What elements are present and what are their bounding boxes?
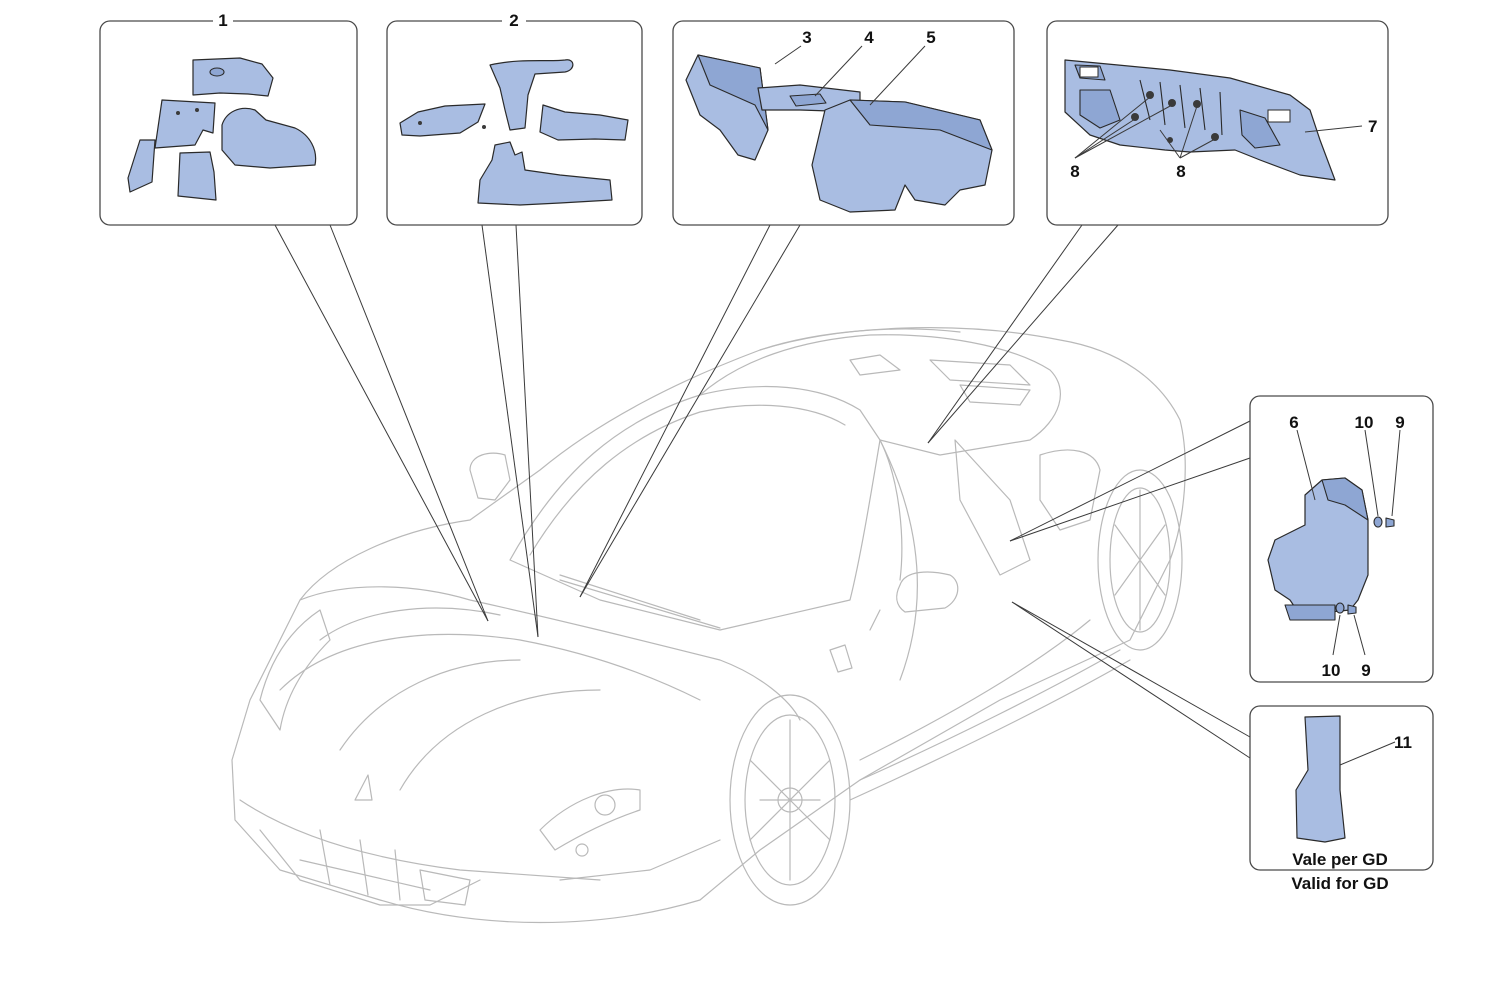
leader-lines bbox=[274, 224, 1251, 759]
panel-11: 11 Vale per GD Valid for GD bbox=[1249, 705, 1434, 893]
callout-9-top: 9 bbox=[1395, 413, 1404, 432]
callout-11: 11 bbox=[1394, 733, 1412, 752]
callout-3: 3 bbox=[802, 28, 811, 47]
callout-2: 2 bbox=[509, 11, 518, 30]
callout-5: 5 bbox=[926, 28, 935, 47]
panel-2: 2 bbox=[386, 11, 643, 226]
callout-6: 6 bbox=[1289, 413, 1298, 432]
panel-6-9-10: 6 10 9 10 9 bbox=[1249, 395, 1434, 683]
note-italian: Vale per GD bbox=[1292, 850, 1387, 869]
callout-10-top: 10 bbox=[1355, 413, 1374, 432]
callout-8-right: 8 bbox=[1176, 162, 1185, 181]
panel-3-4-5: 3 4 5 bbox=[672, 20, 1015, 226]
callout-7: 7 bbox=[1368, 117, 1377, 136]
panel-7-8: 7 8 8 bbox=[1046, 20, 1389, 226]
callout-9-bottom: 9 bbox=[1361, 661, 1370, 680]
callout-1: 1 bbox=[218, 11, 227, 30]
callout-10-bottom: 10 bbox=[1322, 661, 1341, 680]
panel-1: 1 bbox=[99, 11, 358, 226]
note-english: Valid for GD bbox=[1291, 874, 1388, 893]
car-illustration bbox=[231, 327, 1186, 924]
callout-4: 4 bbox=[864, 28, 874, 47]
callout-8-left: 8 bbox=[1070, 162, 1079, 181]
